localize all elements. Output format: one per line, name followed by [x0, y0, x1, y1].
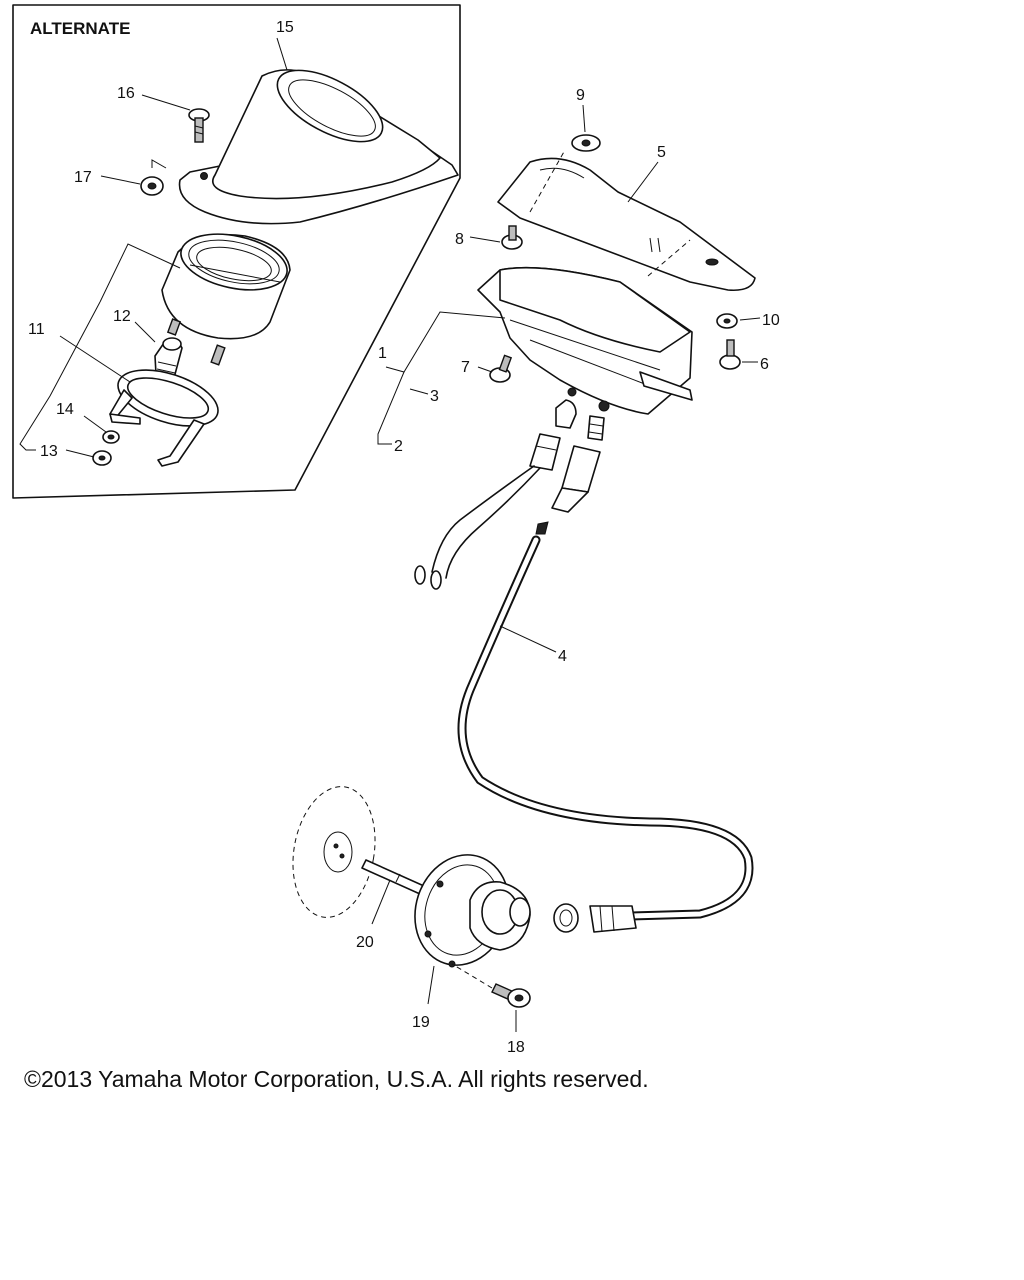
- callout-11: 11: [28, 321, 45, 338]
- speedometer-exploded-diagram: ALTERNATE: [12, 4, 780, 1056]
- part-19-gear-housing: [414, 854, 531, 968]
- part-20-shaft: [361, 859, 425, 895]
- callout-17: 17: [74, 169, 92, 186]
- callout-19: 19: [412, 1014, 430, 1031]
- callout-13: 13: [40, 443, 58, 460]
- callout-3: 3: [430, 388, 439, 405]
- callout-9: 9: [576, 87, 585, 104]
- callout-7: 7: [461, 359, 470, 376]
- part-17-nut: [140, 176, 164, 196]
- part-7-screw: [489, 354, 513, 383]
- callout-4: 4: [558, 648, 567, 665]
- part-18-bolt: [451, 963, 531, 1008]
- wheel-disc: [292, 786, 376, 918]
- callout-12: 12: [113, 308, 131, 325]
- callout-20: 20: [356, 934, 374, 951]
- callout-14: 14: [56, 401, 74, 418]
- part-6-screw: [719, 339, 741, 370]
- alternate-inset-box: [12, 4, 461, 499]
- part-13-nut: [92, 450, 112, 466]
- callout-15: 15: [276, 19, 294, 36]
- part-15-meter-cowl: [178, 69, 459, 225]
- part-10-nut: [716, 313, 738, 329]
- cable-upper-connector: [535, 415, 605, 535]
- bulb-socket-wiring: [414, 399, 577, 590]
- copyright-notice: ©2013 Yamaha Motor Corporation, U.S.A. A…: [24, 1066, 649, 1092]
- callout-10: 10: [762, 312, 780, 329]
- part-12-bulb-socket: [154, 337, 183, 382]
- callout-5: 5: [657, 144, 666, 161]
- part-4-speedometer-cable: [457, 535, 754, 921]
- part-11-bracket: [109, 369, 219, 467]
- cable-lower-connector: [553, 903, 637, 933]
- alternate-box-title: ALTERNATE: [30, 19, 130, 38]
- alternate-meter-body: [161, 233, 291, 366]
- callout-18: 18: [507, 1039, 525, 1056]
- callout-2: 2: [394, 438, 403, 455]
- callout-8: 8: [455, 231, 464, 248]
- callout-6: 6: [760, 356, 769, 373]
- part-5-meter-cover: [497, 149, 756, 292]
- part-14-washer: [102, 430, 120, 444]
- callout-16: 16: [117, 85, 135, 102]
- part-9-grommet: [571, 134, 601, 152]
- callout-1: 1: [378, 345, 387, 362]
- part-3-meter-housing: [477, 266, 693, 415]
- part-8-screw: [501, 225, 523, 250]
- part-16-screw: [188, 108, 210, 143]
